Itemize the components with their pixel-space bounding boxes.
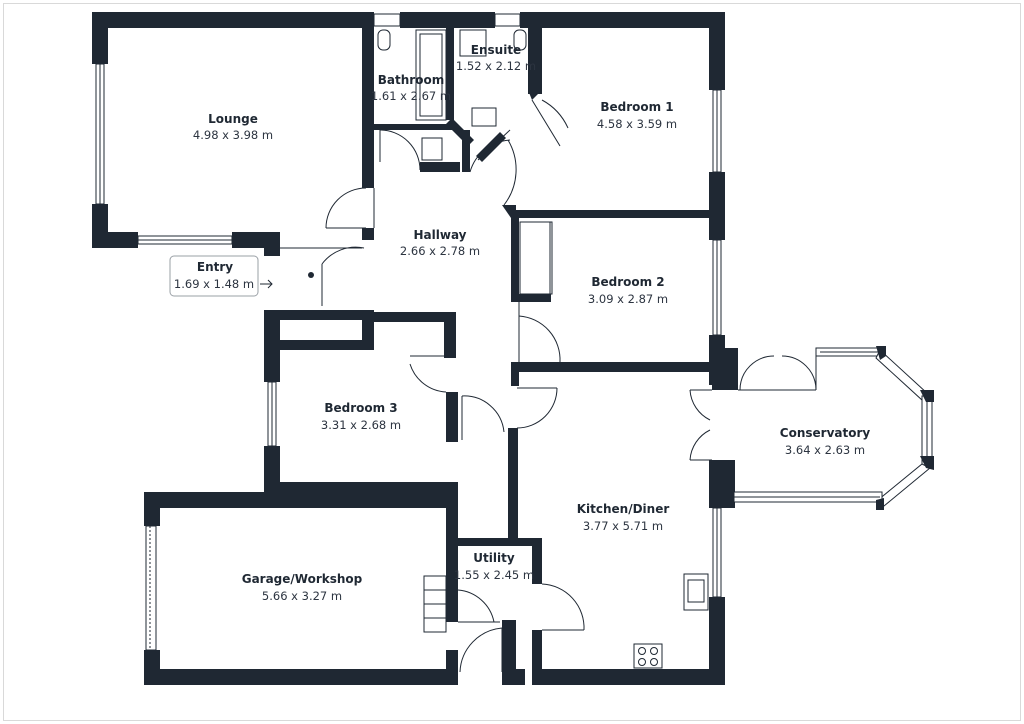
conservatory-frame	[690, 346, 934, 510]
wardrobe	[519, 221, 553, 295]
fixtures	[260, 29, 709, 669]
bedroom2-name: Bedroom 2	[591, 275, 664, 289]
hallway-dims: 2.66 x 2.78 m	[400, 244, 480, 258]
lounge-name: Lounge	[208, 112, 258, 126]
entry-marker	[308, 272, 314, 278]
bedroom2-dims: 3.09 x 2.87 m	[588, 292, 668, 306]
bath-fixture	[415, 29, 447, 121]
toilet-fixture	[377, 29, 391, 51]
ensuite-toilet	[513, 29, 527, 51]
garage-dims: 5.66 x 3.27 m	[262, 589, 342, 603]
hallway-name: Hallway	[413, 228, 466, 242]
conservatory-dims: 3.64 x 2.63 m	[785, 443, 865, 457]
walls	[92, 12, 738, 685]
bedroom3-name: Bedroom 3	[324, 401, 397, 415]
bedroom3-dims: 3.31 x 2.68 m	[321, 418, 401, 432]
lounge-dims: 4.98 x 3.98 m	[193, 128, 273, 142]
conservatory-name: Conservatory	[780, 426, 871, 440]
doors	[280, 99, 817, 673]
entry-name: Entry	[197, 260, 233, 274]
utility-dims: 1.55 x 2.45 m	[454, 568, 534, 582]
kitchen-dims: 3.77 x 5.71 m	[583, 519, 663, 533]
bedroom1-dims: 4.58 x 3.59 m	[597, 117, 677, 131]
bathroom-dims: 1.61 x 2.67 m	[371, 89, 451, 103]
sink-fixture	[421, 137, 443, 161]
garage-name: Garage/Workshop	[242, 572, 363, 586]
utility-name: Utility	[473, 551, 515, 565]
ensuite-name: Ensuite	[471, 43, 521, 57]
hob-fixture	[633, 643, 663, 669]
ensuite-sink	[471, 107, 497, 127]
kitchen-sink	[683, 573, 709, 611]
bedroom1-name: Bedroom 1	[600, 100, 673, 114]
bathroom-name: Bathroom	[378, 73, 444, 87]
entry-dims: 1.69 x 1.48 m	[174, 277, 254, 291]
room-labels: Lounge 4.98 x 3.98 m Bathroom 1.61 x 2.6…	[193, 43, 870, 603]
ensuite-dims: 1.52 x 2.12 m	[456, 59, 536, 73]
page-frame	[3, 3, 1021, 721]
ensuite-shower	[459, 29, 487, 57]
entry-label-box: Entry 1.69 x 1.48 m	[169, 255, 259, 297]
windows	[95, 13, 722, 651]
kitchen-name: Kitchen/Diner	[577, 502, 670, 516]
